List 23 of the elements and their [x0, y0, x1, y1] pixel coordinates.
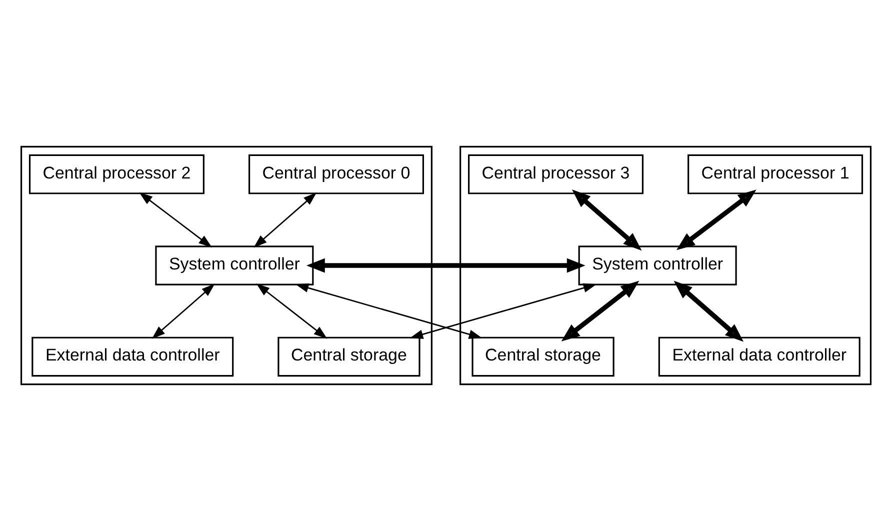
node-box: System controller: [155, 245, 314, 285]
node-box: Central processor 2: [28, 154, 204, 194]
arrow: [674, 280, 744, 342]
arrow: [139, 192, 212, 247]
node-box: External data controller: [32, 336, 234, 376]
arrow: [254, 192, 317, 248]
arrow: [306, 258, 586, 272]
node-box: Central storage: [278, 336, 420, 376]
arrow: [256, 283, 328, 338]
cluster: [460, 145, 872, 385]
node-box: External data controller: [658, 336, 860, 376]
arrow: [676, 189, 756, 250]
node-box: Central processor 0: [248, 154, 424, 194]
arrow: [295, 282, 482, 338]
node-box: Central storage: [472, 336, 614, 376]
arrow: [561, 280, 640, 341]
arrow: [410, 282, 597, 338]
node-box: Central processor 1: [688, 154, 864, 194]
node-box: Central processor 3: [468, 154, 644, 194]
node-box: System controller: [578, 245, 737, 285]
arrow: [572, 189, 642, 250]
cluster: [20, 145, 432, 385]
arrow: [152, 283, 215, 338]
